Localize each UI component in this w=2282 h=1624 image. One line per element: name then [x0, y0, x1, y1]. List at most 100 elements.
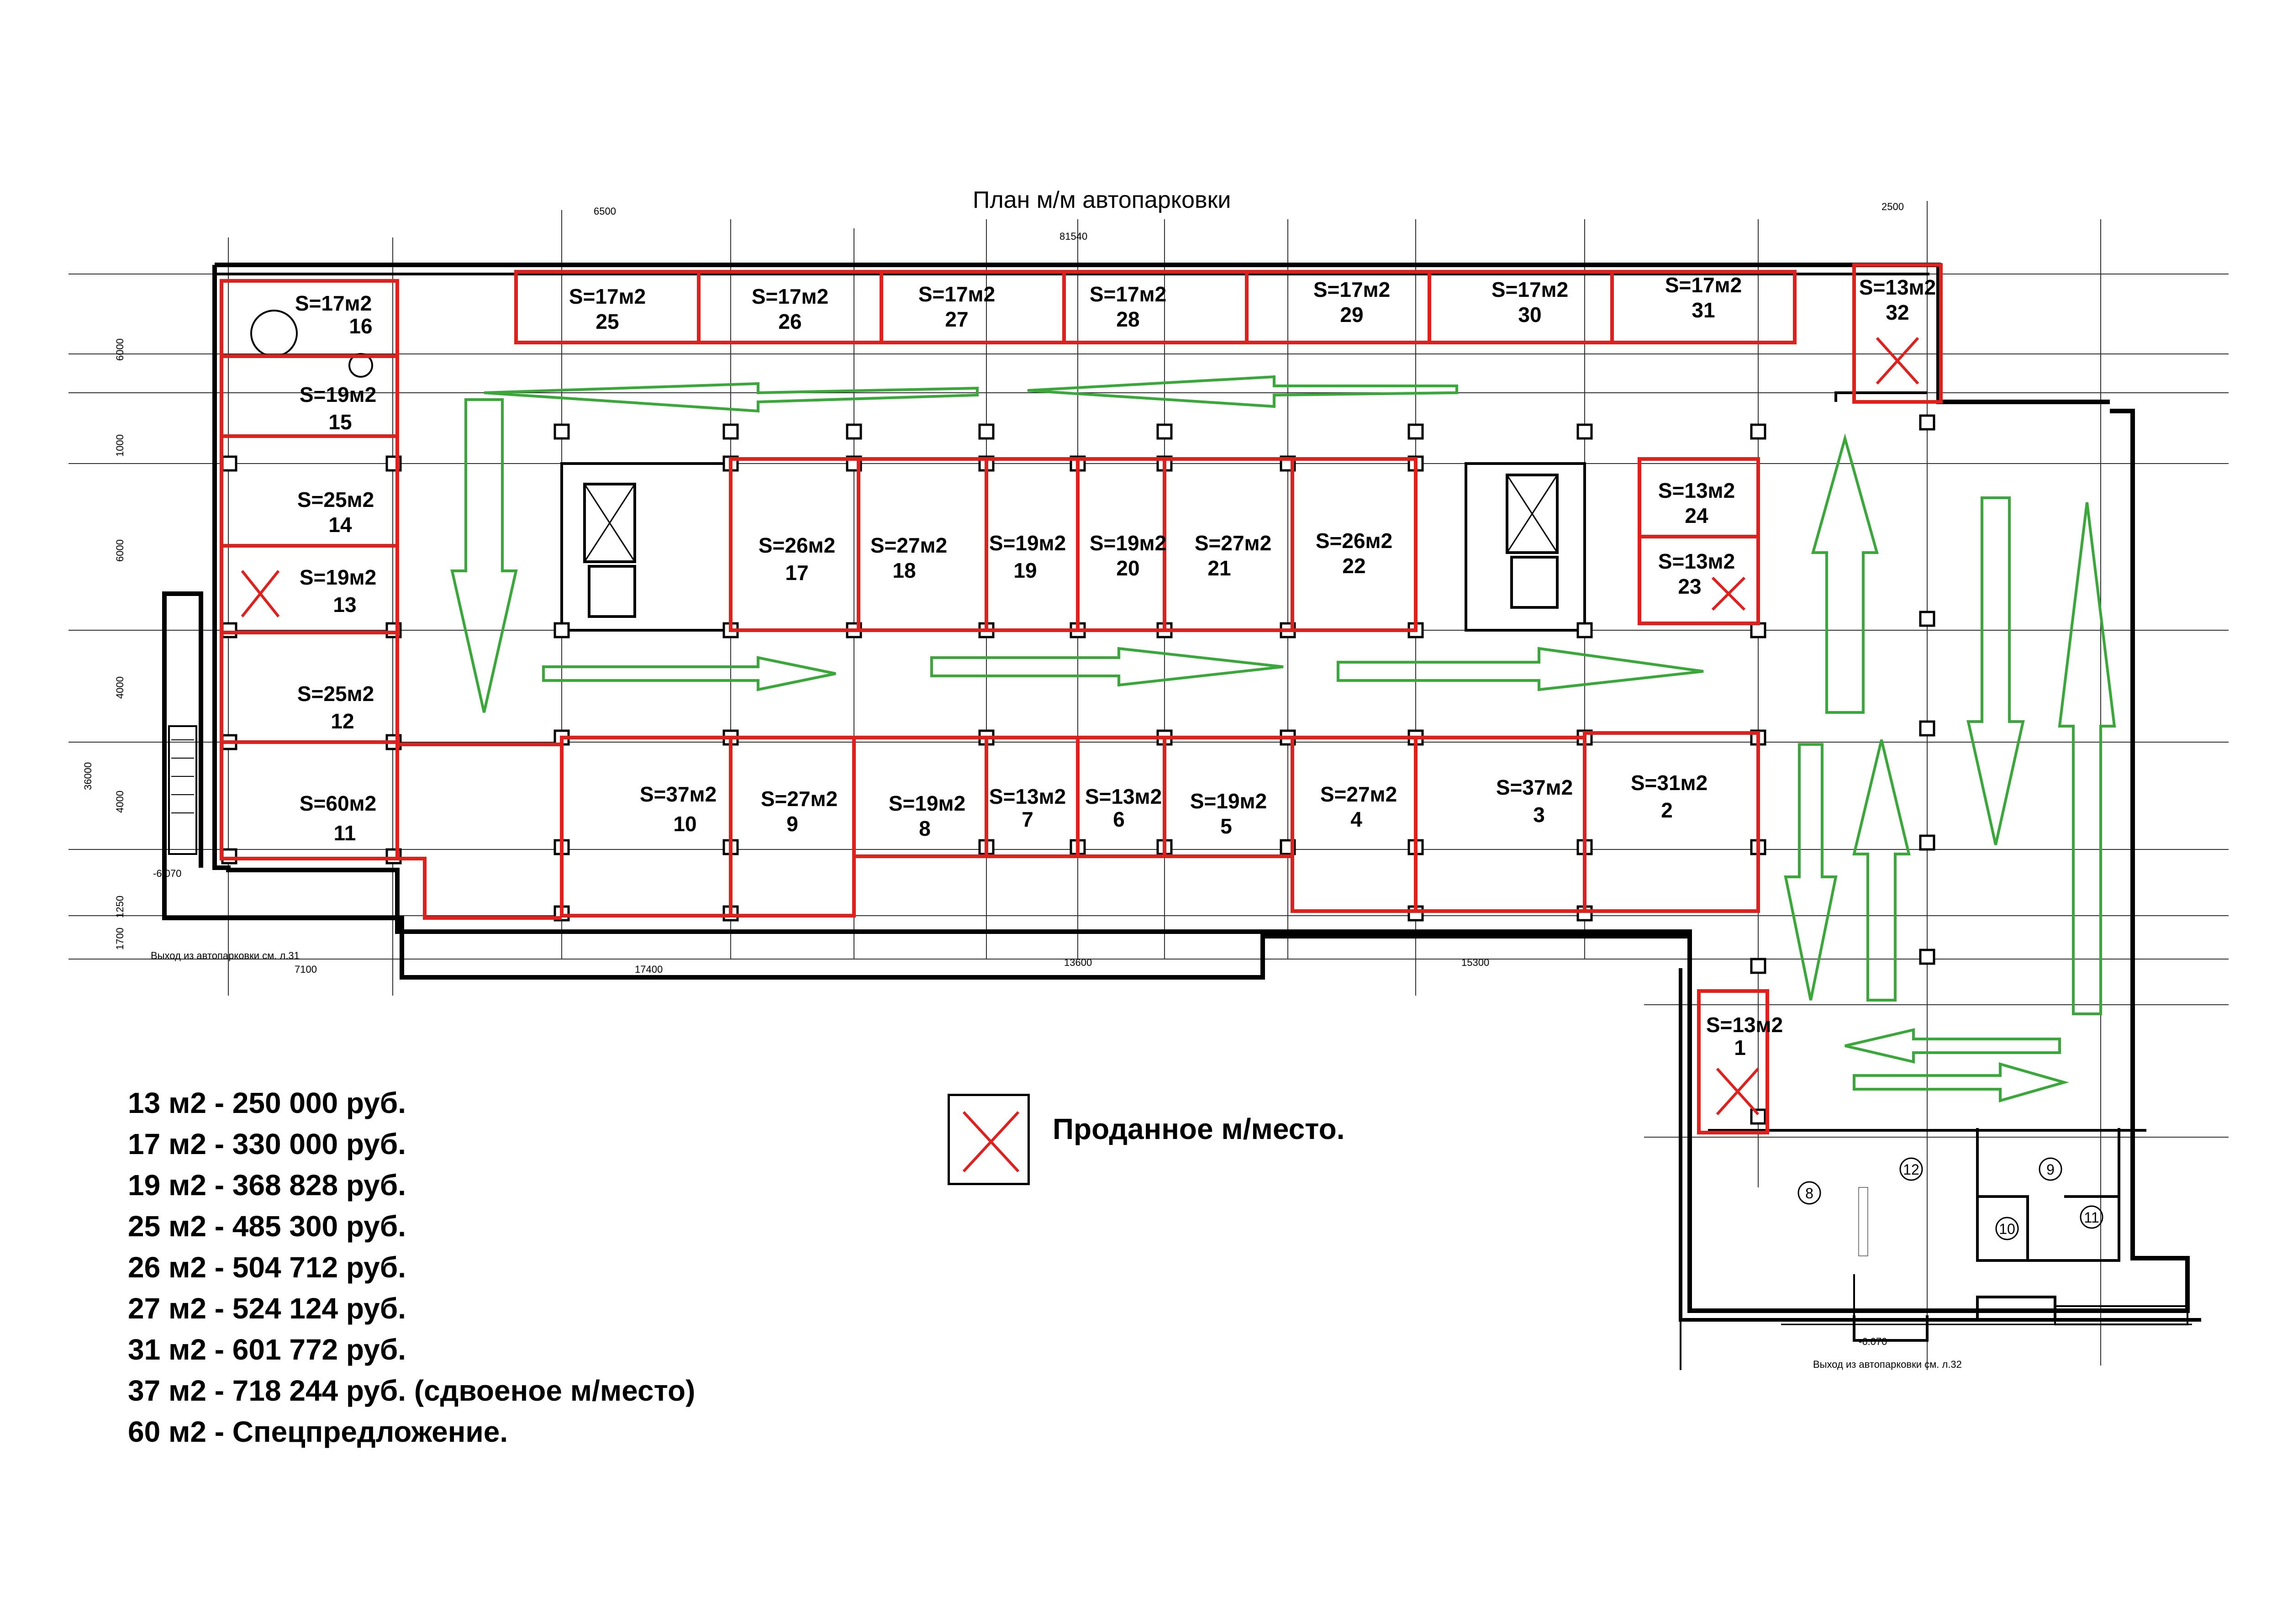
sold-markers: [241, 337, 1919, 1116]
stall-number: 28: [1116, 307, 1139, 331]
stall-number: 15: [328, 410, 352, 434]
room-number: 8: [1805, 1185, 1813, 1202]
stall-outlines: [220, 263, 1943, 1134]
dimension-label: 1250: [114, 896, 126, 918]
sold-legend-swatch: [948, 1094, 1030, 1185]
price-line: 19 м2 - 368 828 руб.: [128, 1169, 406, 1202]
stall-number: 16: [349, 314, 372, 338]
stall-area: S=13м2: [1085, 785, 1162, 808]
dimension-label: 6500: [594, 206, 616, 217]
stall-number: 32: [1886, 301, 1909, 324]
price-line: 25 м2 - 485 300 руб.: [128, 1210, 406, 1243]
stall-area: S=13м2: [989, 785, 1066, 808]
stall-number: 9: [786, 812, 798, 836]
traffic-arrows: [450, 375, 2116, 1102]
stall-area: S=17м2: [569, 285, 646, 308]
stall-area: S=17м2: [1491, 278, 1568, 301]
dimension-label: 17400: [635, 964, 663, 975]
stall-area: S=25м2: [297, 682, 374, 706]
stall-area: S=27м2: [761, 787, 838, 811]
room-number: 10: [1999, 1221, 2015, 1237]
stall-area: S=13м2: [1706, 1013, 1783, 1037]
stall-area: S=27м2: [870, 533, 947, 557]
stall-area: S=17м2: [752, 285, 828, 308]
dimension-label: 4000: [114, 676, 126, 699]
stall-number: 2: [1661, 798, 1673, 822]
stall-area: S=17м2: [918, 282, 995, 306]
stall-number: 14: [328, 513, 352, 537]
stall-number: 7: [1022, 807, 1033, 831]
stall-number: 4: [1350, 807, 1362, 831]
stall-area: S=60м2: [300, 791, 376, 815]
stall-area: S=17м2: [1313, 278, 1390, 301]
exit-note: Выход из автопарковки см. л.32: [1813, 1359, 1962, 1370]
sold-x-icon: [962, 1111, 1020, 1173]
stall-area: S=31м2: [1631, 771, 1708, 795]
stall-area: S=13м2: [1658, 479, 1735, 502]
stall-number: 27: [945, 307, 968, 331]
drawing-labels: План м/м автопарковки S=17м2 16 S=19м2 1…: [82, 187, 2103, 1370]
stall-area: S=37м2: [1496, 775, 1573, 799]
stall-number: 8: [919, 817, 931, 840]
stall-number: 13: [333, 593, 356, 617]
stall-number: 18: [892, 559, 916, 582]
room-number: 12: [1903, 1161, 1919, 1178]
dimension-label: 4000: [114, 791, 126, 813]
stall-labels: S=17м2 16 S=19м2 15 S=25м2 14 S=19м2 13 …: [295, 273, 1936, 1060]
level-mark: -6.070: [153, 868, 181, 879]
stall-number: 6: [1113, 807, 1125, 831]
dimension-label: 2500: [1881, 201, 1904, 212]
stall-area: S=17м2: [295, 291, 372, 315]
stall-area: S=13м2: [1658, 549, 1735, 573]
level-mark: -6.070: [1859, 1336, 1887, 1347]
legend: Проданное м/место.: [948, 1094, 1450, 1194]
stall-number: 19: [1013, 559, 1037, 582]
price-line: 27 м2 - 524 124 руб.: [128, 1292, 406, 1325]
price-line: 37 м2 - 718 244 руб. (сдвоеное м/место): [128, 1374, 696, 1407]
stall-number: 10: [673, 812, 696, 836]
price-line: 17 м2 - 330 000 руб.: [128, 1128, 406, 1160]
room-number: 11: [2084, 1209, 2099, 1226]
lift-cores: [168, 310, 1586, 855]
stall-number: 29: [1340, 303, 1363, 327]
stall-area: S=27м2: [1320, 782, 1397, 806]
stall-number: 25: [596, 310, 619, 333]
stall-number: 22: [1342, 554, 1365, 578]
stall-area: S=19м2: [1090, 531, 1166, 555]
stall-number: 24: [1685, 504, 1708, 527]
plan-title: План м/м автопарковки: [973, 187, 1231, 213]
stall-number: 17: [785, 561, 808, 585]
stall-area: S=19м2: [889, 791, 965, 815]
stall-area: S=25м2: [297, 488, 374, 511]
stall-area: S=19м2: [300, 565, 376, 589]
stall-area: S=27м2: [1195, 531, 1271, 555]
stall-number: 5: [1220, 814, 1232, 838]
stall-number: 20: [1116, 556, 1139, 580]
stall-number: 31: [1692, 298, 1715, 322]
stall-number: 3: [1533, 803, 1545, 827]
stall-number: 1: [1734, 1036, 1746, 1060]
price-line: 13 м2 - 250 000 руб.: [128, 1086, 406, 1119]
dimension-label: 15300: [1461, 957, 1489, 968]
dimension-label: 81540: [1059, 231, 1087, 242]
dimension-label: 7100: [295, 964, 317, 975]
dimension-label: 1700: [114, 928, 126, 950]
stall-area: S=13м2: [1859, 275, 1936, 299]
stall-area: S=17м2: [1090, 282, 1166, 306]
price-line: 31 м2 - 601 772 руб.: [128, 1333, 406, 1366]
stall-area: S=17м2: [1665, 273, 1742, 297]
dimension-label: 6000: [114, 539, 126, 562]
stall-number: 26: [778, 310, 801, 333]
dimension-label: 13600: [1064, 957, 1092, 968]
stall-number: 23: [1678, 575, 1701, 598]
stall-area: S=19м2: [1190, 789, 1267, 813]
sold-legend-label: Проданное м/место.: [1053, 1113, 1345, 1145]
stall-number: 12: [331, 709, 354, 733]
dimension-label: 1000: [114, 434, 126, 457]
stall-area: S=37м2: [640, 782, 717, 806]
price-line: 60 м2 - Спецпредложение.: [128, 1415, 508, 1448]
exit-note: Выход из автопарковки см. л.31: [151, 950, 300, 961]
stall-area: S=19м2: [989, 531, 1066, 555]
stall-area: S=26м2: [759, 533, 835, 557]
